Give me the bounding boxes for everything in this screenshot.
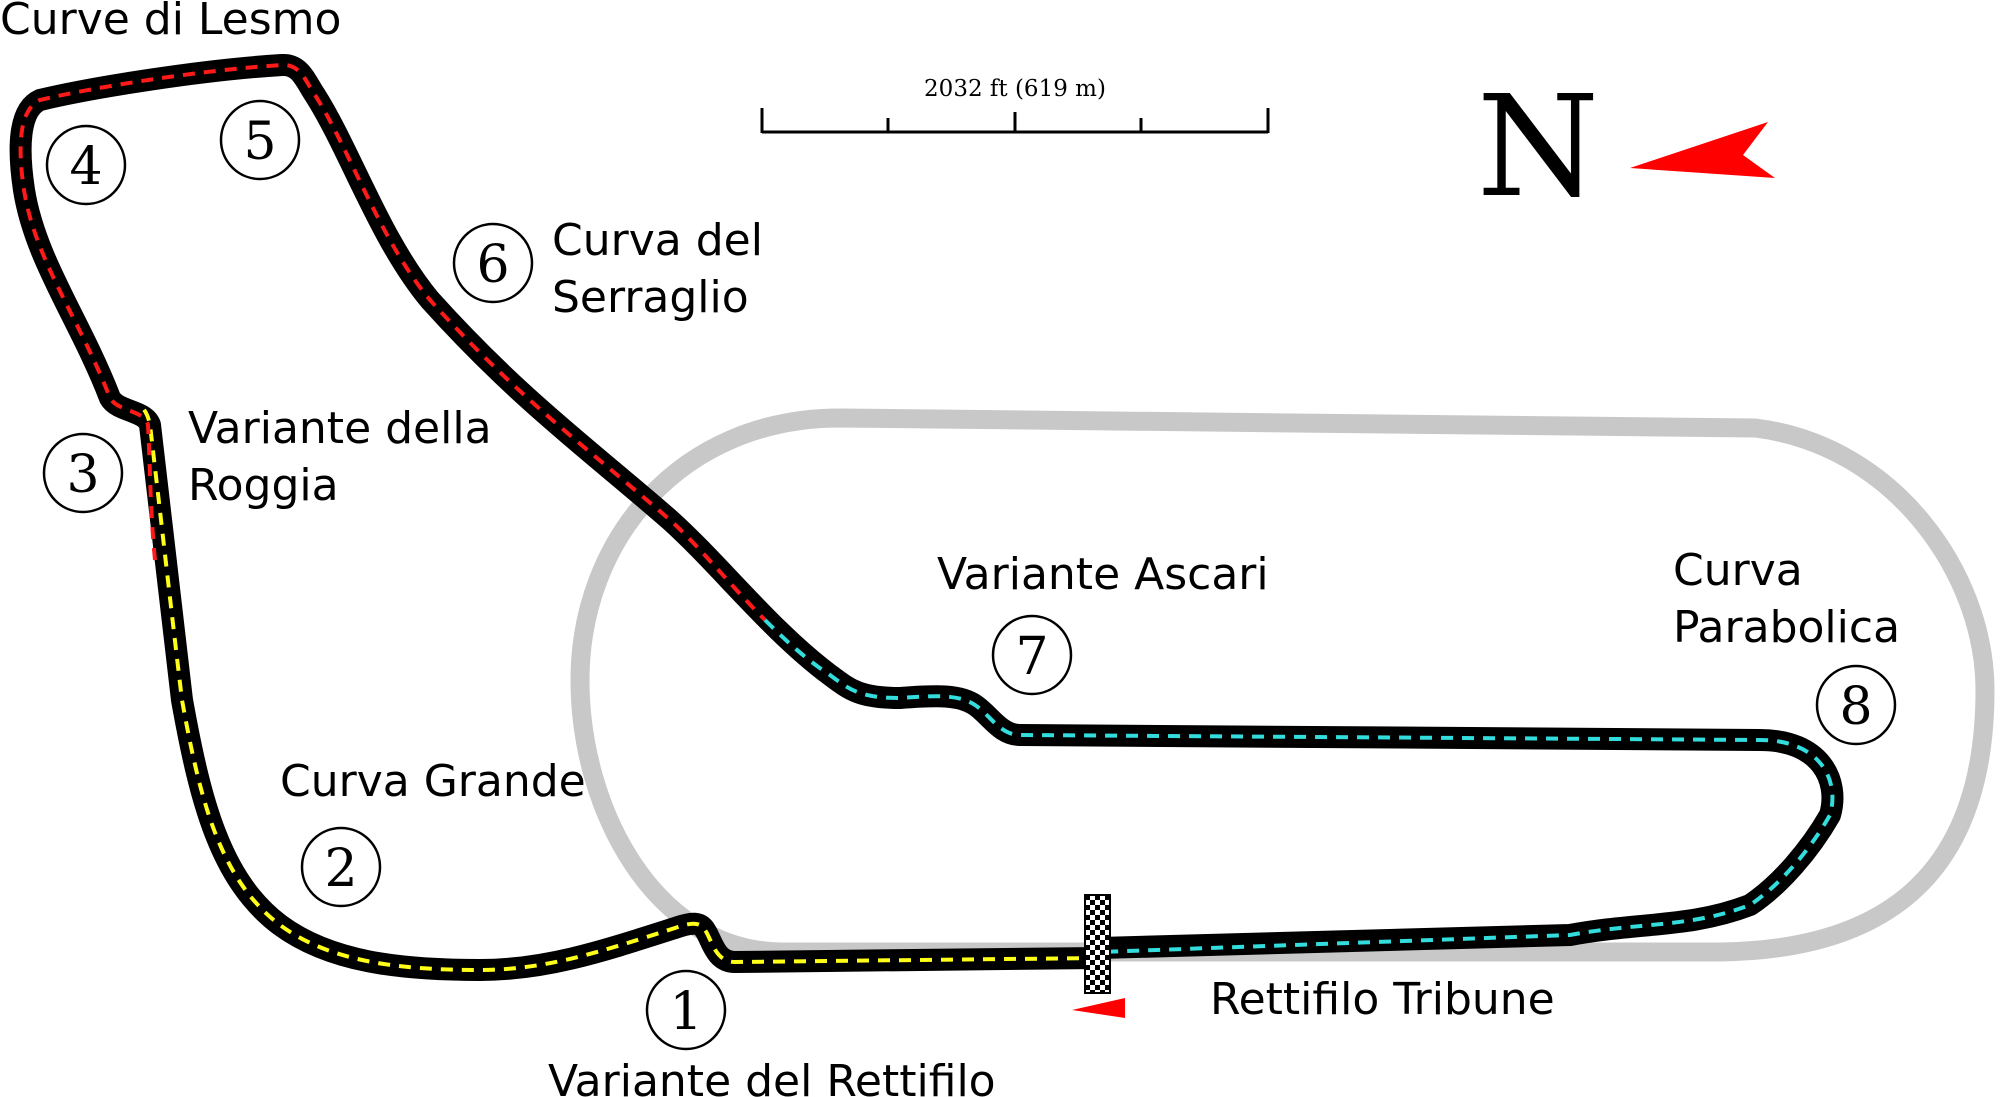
turn-8-marker: 8 (1815, 664, 1897, 746)
turn-8-name-line1: Curva (1673, 545, 1803, 596)
scale-bar (760, 108, 1270, 134)
north-label: N (1477, 66, 1600, 229)
straight-name: Rettifilo Tribune (1210, 974, 1555, 1025)
svg-text:1: 1 (669, 982, 702, 1042)
start-direction-arrow (1072, 998, 1125, 1018)
scale-label: 2032 ft (619 m) (924, 76, 1106, 102)
turn-6-marker: 6 (452, 222, 534, 304)
turn-4-name: Curve di Lesmo (0, 0, 341, 45)
turn-4-marker: 4 (45, 124, 127, 206)
turn-3-name-line1: Variante della (188, 403, 492, 454)
turn-7-name: Variante Ascari (937, 549, 1269, 600)
turn-2-marker: 2 (300, 826, 382, 908)
turn-5-marker: 5 (219, 99, 301, 181)
turn-7-marker: 7 (991, 614, 1073, 696)
svg-text:3: 3 (66, 445, 99, 505)
svg-text:6: 6 (476, 235, 509, 295)
turn-8-name-line2: Parabolica (1673, 602, 1900, 653)
turn-6-name-line1: Curva del (552, 215, 763, 266)
sector-3-line (763, 618, 1835, 954)
turn-3-name-line2: Roggia (188, 460, 339, 511)
sector-1-line (138, 403, 1101, 973)
oval-track (570, 408, 1995, 962)
sector-2-line (18, 63, 767, 622)
turn-1-marker: 1 (645, 969, 727, 1051)
turn-1-name: Variante del Rettifilo (548, 1056, 996, 1097)
svg-text:2: 2 (324, 839, 357, 899)
svg-text:4: 4 (69, 137, 102, 197)
svg-text:8: 8 (1839, 677, 1872, 737)
start-finish-line (1084, 894, 1111, 994)
turn-2-name: Curva Grande (280, 756, 586, 807)
turn-6-name-line2: Serraglio (552, 272, 749, 323)
turn-3-marker: 3 (42, 432, 124, 514)
north-arrow-icon (1630, 122, 1775, 178)
svg-text:7: 7 (1015, 627, 1048, 687)
svg-text:5: 5 (243, 112, 276, 172)
